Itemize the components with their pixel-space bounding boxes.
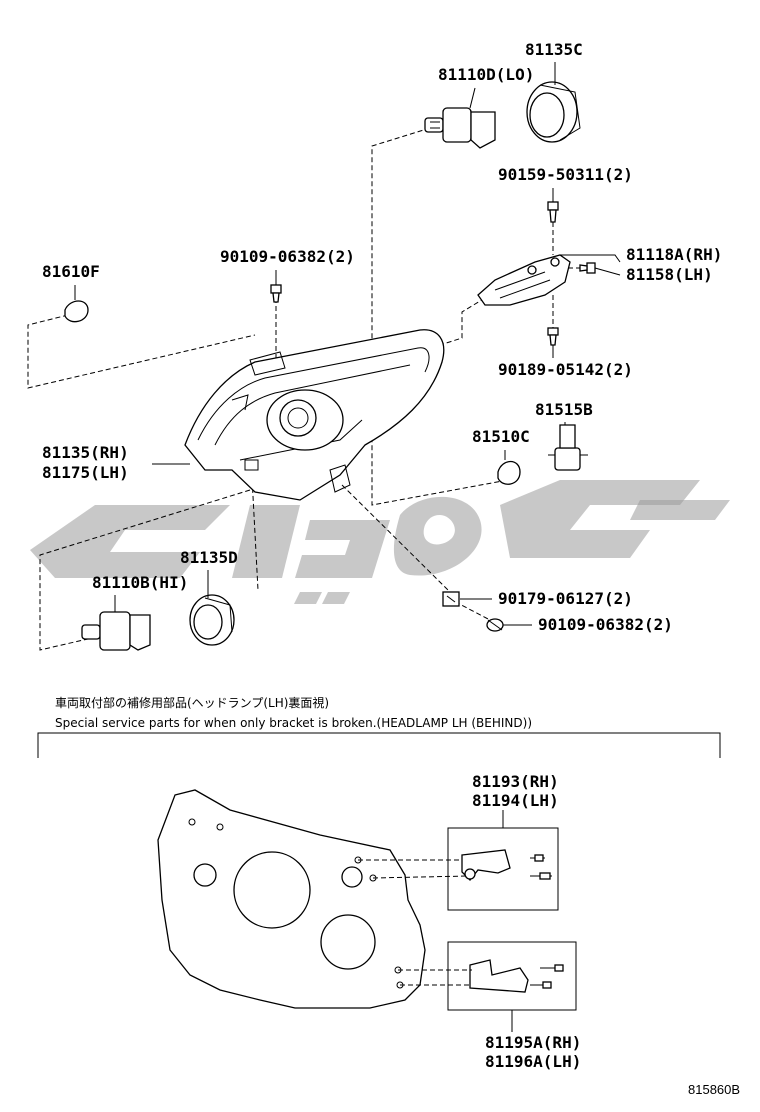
note-english: Special service parts for when only brac…	[55, 716, 532, 730]
label-81118a: 81118A(RH)	[626, 245, 722, 264]
label-leaders	[74, 62, 621, 626]
label-81194: 81194(LH)	[472, 791, 559, 810]
label-90179: 90179-06127(2)	[498, 589, 633, 608]
screw-90189[interactable]	[547, 327, 559, 346]
label-90189: 90189-05142(2)	[498, 360, 633, 379]
bracket-81195a-box[interactable]	[447, 941, 577, 1011]
label-81510c: 81510C	[472, 427, 530, 446]
socket-81135d[interactable]	[189, 594, 235, 646]
label-81193: 81193(RH)	[472, 772, 559, 791]
screw-90109-bottom[interactable]	[486, 618, 504, 632]
label-81135c: 81135C	[525, 40, 583, 59]
clip-90179[interactable]	[442, 591, 460, 607]
screw-90109-top[interactable]	[270, 284, 282, 303]
watermark-logo	[30, 480, 730, 604]
label-81196a: 81196A(LH)	[485, 1052, 581, 1071]
bracket-81118a[interactable]	[477, 254, 571, 306]
leader-lines	[27, 127, 590, 651]
bulb-81510c[interactable]	[497, 460, 521, 485]
label-81515b: 81515B	[535, 400, 593, 419]
label-81195a: 81195A(RH)	[485, 1033, 581, 1052]
label-81158: 81158(LH)	[626, 265, 713, 284]
socket-81135c[interactable]	[526, 81, 581, 143]
label-90159: 90159-50311(2)	[498, 165, 633, 184]
figure-id: 815860B	[688, 1082, 740, 1097]
lower-section-frame	[37, 732, 721, 758]
label-81135d: 81135D	[180, 548, 238, 567]
bracket-81193-box[interactable]	[447, 827, 559, 911]
label-81610f: 81610F	[42, 262, 100, 281]
bulb-81110b[interactable]	[81, 611, 151, 651]
label-81135: 81135(RH)	[42, 443, 129, 462]
bulb-81610f[interactable]	[64, 300, 89, 323]
label-81175: 81175(LH)	[42, 463, 129, 482]
upper-labels: 81135C 81110D(LO) 90159-50311(2) 81118A(…	[42, 40, 722, 634]
bulb-81110d[interactable]	[424, 107, 496, 149]
label-81110b: 81110B(HI)	[92, 573, 188, 592]
screw-81158-side[interactable]	[579, 262, 596, 274]
lower-labels: 81193(RH) 81194(LH) 81195A(RH) 81196A(LH…	[472, 772, 581, 1071]
headlamp-housing-back[interactable]	[157, 789, 426, 1009]
socket-81515b[interactable]	[548, 424, 588, 471]
screw-90159[interactable]	[547, 201, 559, 223]
label-90109-bottom: 90109-06382(2)	[538, 615, 673, 634]
label-81110d: 81110D(LO)	[438, 65, 534, 84]
label-90109-top: 90109-06382(2)	[220, 247, 355, 266]
note-japanese: 車両取付部の補修用部品(ヘッドランプ(LH)裏面視)	[55, 695, 329, 710]
headlamp-assembly[interactable]	[184, 329, 445, 501]
